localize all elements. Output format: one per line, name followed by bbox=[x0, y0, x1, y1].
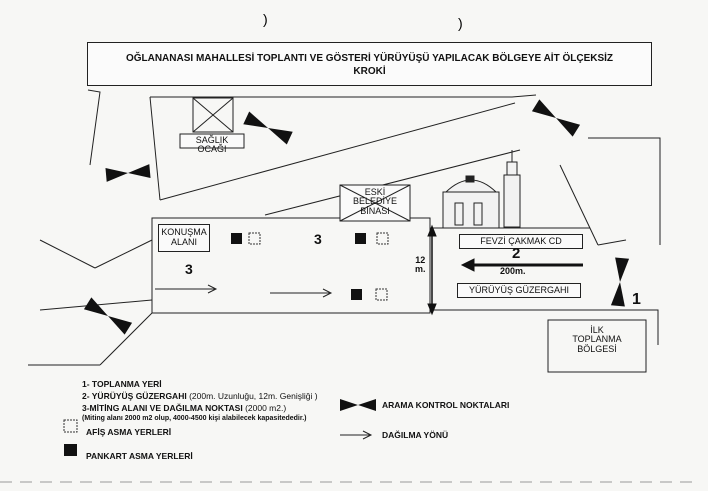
length-measure: 200m. bbox=[500, 266, 526, 276]
eski-belediye-label: ESKİ BELEDİYE BİNASI bbox=[340, 187, 410, 216]
width-arrow-head bbox=[427, 224, 437, 237]
legend-item-3-note: (Miting alanı 2000 m2 olup, 4000-4500 ki… bbox=[82, 415, 307, 422]
yuruyus-guzergahi-label: YÜRÜYÜŞ GÜZERGAHI bbox=[457, 283, 581, 298]
width-unit: m. bbox=[415, 264, 426, 275]
left-branch-join bbox=[94, 239, 153, 269]
checkpoint-icon bbox=[83, 297, 133, 335]
right-block bbox=[588, 137, 661, 245]
zone-number-1: 1 bbox=[632, 291, 641, 308]
saglik-ocagi-building bbox=[179, 97, 245, 149]
mid-diagonal-line bbox=[264, 149, 521, 216]
checkpoint-icon bbox=[610, 257, 630, 307]
konusma-line-1: KONUŞMA bbox=[161, 227, 207, 238]
legend-item-3: 3-MİTİNG ALANI VE DAĞILMA NOKTASI (2000 … bbox=[82, 403, 287, 413]
eski-belediye-line-1: ESKİ bbox=[364, 187, 386, 197]
legend-item-2: 2- YÜRÜYÜŞ GÜZERGAHI (200m. Uzunluğu, 12… bbox=[82, 391, 318, 401]
right-diagonal bbox=[559, 164, 599, 246]
ilk-line-1: İLK bbox=[590, 325, 604, 335]
width-value: 12 bbox=[415, 255, 426, 265]
checkpoint-legend-icon bbox=[340, 399, 376, 411]
zone-number-2: 2 bbox=[512, 245, 521, 262]
ilk-line-2: TOPLANMA bbox=[572, 334, 622, 345]
street-box bbox=[151, 217, 431, 314]
width-arrow-head bbox=[427, 303, 437, 316]
legend-item-2-main: 2- YÜRÜYÜŞ GÜZERGAHI bbox=[82, 391, 187, 401]
scan-mark: ) bbox=[263, 11, 268, 27]
title-line-2: KROKİ bbox=[353, 65, 386, 77]
legend-afis: AFİŞ ASMA YERLERİ bbox=[86, 427, 172, 437]
legend-item-2-detail: (200m. Uzunluğu, 12m. Genişliği ) bbox=[186, 391, 318, 401]
ilk-toplanma-box bbox=[547, 319, 647, 373]
eski-belediye-line-3: BİNASI bbox=[360, 205, 390, 216]
saglik-ocagi-label: SAĞLIK OCAĞI bbox=[195, 135, 229, 155]
mosque-icon bbox=[442, 150, 521, 229]
legend-item-3-detail: (2000 m2.) bbox=[242, 403, 287, 413]
lower-left-diagonal bbox=[99, 312, 153, 366]
ilk-toplanma-label: İLK TOPLANMA BÖLGESİ bbox=[548, 325, 646, 354]
top-road-line bbox=[150, 94, 537, 98]
zone-number-3-left: 3 bbox=[185, 261, 193, 277]
dispersal-arrows bbox=[155, 284, 373, 440]
fevzi-cakmak-label: FEVZİ ÇAKMAK CD bbox=[459, 234, 583, 249]
left-edge-line bbox=[87, 89, 101, 166]
legend-item-1: 1- TOPLANMA YERİ bbox=[82, 379, 162, 389]
legend-dagilma: DAĞILMA YÖNÜ bbox=[382, 430, 449, 440]
checkpoint-icon bbox=[243, 111, 293, 145]
zone-number-3-mid: 3 bbox=[314, 231, 322, 247]
ilk-line-3: BÖLGESİ bbox=[577, 343, 617, 354]
route-arrow-head bbox=[460, 258, 475, 272]
left-branch-top bbox=[39, 239, 96, 269]
banner-markers bbox=[64, 233, 366, 456]
konusma-alani-box: KONUŞMA ALANI bbox=[158, 224, 210, 252]
checkpoint-icon bbox=[531, 99, 581, 137]
eski-belediye-building bbox=[339, 184, 411, 222]
title-line-1: OĞLANANASI MAHALLESİ TOPLANTI VE GÖSTERİ… bbox=[125, 53, 614, 64]
page-title: OĞLANANASI MAHALLESİ TOPLANTI VE GÖSTERİ… bbox=[87, 42, 652, 86]
right-corner bbox=[597, 239, 627, 246]
saglik-block-left bbox=[149, 96, 161, 201]
poster-markers bbox=[63, 232, 389, 433]
checkpoint-markers bbox=[83, 99, 630, 411]
legend-arama: ARAMA KONTROL NOKTALARI bbox=[382, 400, 510, 410]
right-lower-block bbox=[590, 309, 659, 345]
saglik-block-diagonal bbox=[159, 102, 516, 201]
scan-mark: ) bbox=[458, 15, 463, 31]
checkpoint-icon bbox=[105, 164, 151, 182]
konusma-line-2: ALANI bbox=[170, 237, 197, 247]
measurement-arrows bbox=[427, 224, 583, 316]
legend-item-3-main: 3-MİTİNG ALANI VE DAĞILMA NOKTASI bbox=[82, 403, 243, 413]
legend-pankart: PANKART ASMA YERLERİ bbox=[86, 451, 193, 461]
eski-belediye-line-2: BELEDİYE bbox=[352, 196, 398, 207]
width-measure: 12 m. bbox=[415, 255, 426, 275]
